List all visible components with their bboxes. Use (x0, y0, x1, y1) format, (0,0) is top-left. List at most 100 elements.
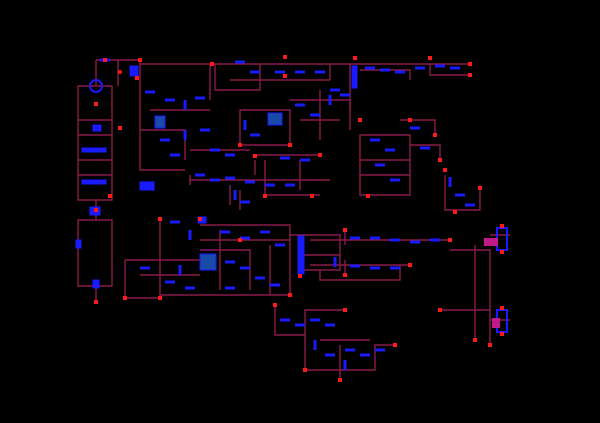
terminal-marker (393, 343, 397, 347)
resistor (225, 286, 235, 290)
terminal-marker (263, 194, 267, 198)
resistor (430, 238, 440, 242)
terminal-marker (500, 306, 504, 310)
resistor (280, 156, 290, 160)
wire-bridge-box (77, 219, 113, 287)
terminal-marker (408, 263, 412, 267)
resistor (240, 266, 250, 270)
resistor (200, 128, 210, 132)
resistor (325, 323, 335, 327)
terminal-marker (298, 274, 302, 278)
capacitor (333, 257, 337, 267)
resistor (395, 70, 405, 74)
resistor (275, 70, 285, 74)
resistor (250, 70, 260, 74)
terminal-marker (500, 224, 504, 228)
terminal-marker (238, 238, 242, 242)
resistor (375, 163, 385, 167)
wire-top-right (349, 64, 470, 110)
terminal-marker (408, 118, 412, 122)
wire-ac-input (95, 59, 141, 86)
resistor (310, 113, 320, 117)
terminal-marker (123, 296, 127, 300)
resistor (225, 153, 235, 157)
resistor (185, 286, 195, 290)
capacitor (233, 190, 237, 200)
standby-block (139, 181, 155, 191)
resistor (390, 266, 400, 270)
resistor (260, 230, 270, 234)
resistor (370, 236, 380, 240)
wire-right-rungs (360, 119, 441, 176)
terminal-marker (158, 217, 162, 221)
resistor (285, 183, 295, 187)
resistor (145, 90, 155, 94)
resistor (300, 158, 310, 162)
wire-main-grid (200, 230, 290, 295)
resistor (340, 93, 350, 97)
bridge-diode (129, 65, 139, 77)
capacitor (183, 100, 187, 110)
resistor (255, 276, 265, 280)
capacitor (313, 340, 317, 350)
terminal-marker (94, 102, 98, 106)
resistor (140, 266, 150, 270)
component-layer (75, 65, 508, 333)
resistor (330, 88, 340, 92)
terminal-marker (428, 56, 432, 60)
resistor (245, 180, 255, 184)
terminal-marker (468, 73, 472, 77)
wire-top-block (214, 64, 330, 91)
filter-cap-1 (92, 124, 102, 132)
resistor (240, 200, 250, 204)
resistor (410, 126, 420, 130)
main-transformer (297, 235, 305, 275)
capacitor (343, 360, 347, 370)
resistor (170, 153, 180, 157)
wire-input-filter-rungs (78, 119, 112, 176)
capacitor (448, 177, 452, 187)
terminal-marker (253, 154, 257, 158)
fuse-circle (89, 79, 103, 93)
terminal-marker (358, 118, 362, 122)
small-components-layer (94, 55, 504, 382)
terminal-marker (118, 126, 122, 130)
resistor (450, 66, 460, 70)
terminal-marker (138, 58, 142, 62)
terminal-marker (158, 296, 162, 300)
terminal-marker (353, 56, 357, 60)
resistor (295, 70, 305, 74)
terminal-marker (448, 238, 452, 242)
varistor (92, 279, 100, 289)
capacitor (183, 130, 187, 140)
terminal-marker (94, 208, 98, 212)
connector-pins-2 (492, 318, 500, 328)
wire-connector-feed (450, 234, 510, 345)
wire-secondary-return (319, 265, 401, 281)
bulk-cap (75, 239, 82, 249)
resistor (455, 193, 465, 197)
resistor (465, 203, 475, 207)
terminal-marker (135, 76, 139, 80)
resistor (195, 96, 205, 100)
wire-lower-loop (304, 335, 395, 371)
terminal-marker (438, 158, 442, 162)
terminal-marker (500, 250, 504, 254)
terminal-marker (273, 303, 277, 307)
terminal-marker (488, 343, 492, 347)
resistor (390, 178, 400, 182)
resistor (165, 280, 175, 284)
terminal-marker (310, 194, 314, 198)
resistor (280, 318, 290, 322)
resistor (350, 264, 360, 268)
wire-layer (77, 59, 510, 380)
resistor (370, 138, 380, 142)
terminal-marker (283, 55, 287, 59)
capacitor (178, 265, 182, 275)
resistor (365, 66, 375, 70)
resistor (315, 70, 325, 74)
choke-1 (81, 147, 107, 153)
resistor (415, 66, 425, 70)
